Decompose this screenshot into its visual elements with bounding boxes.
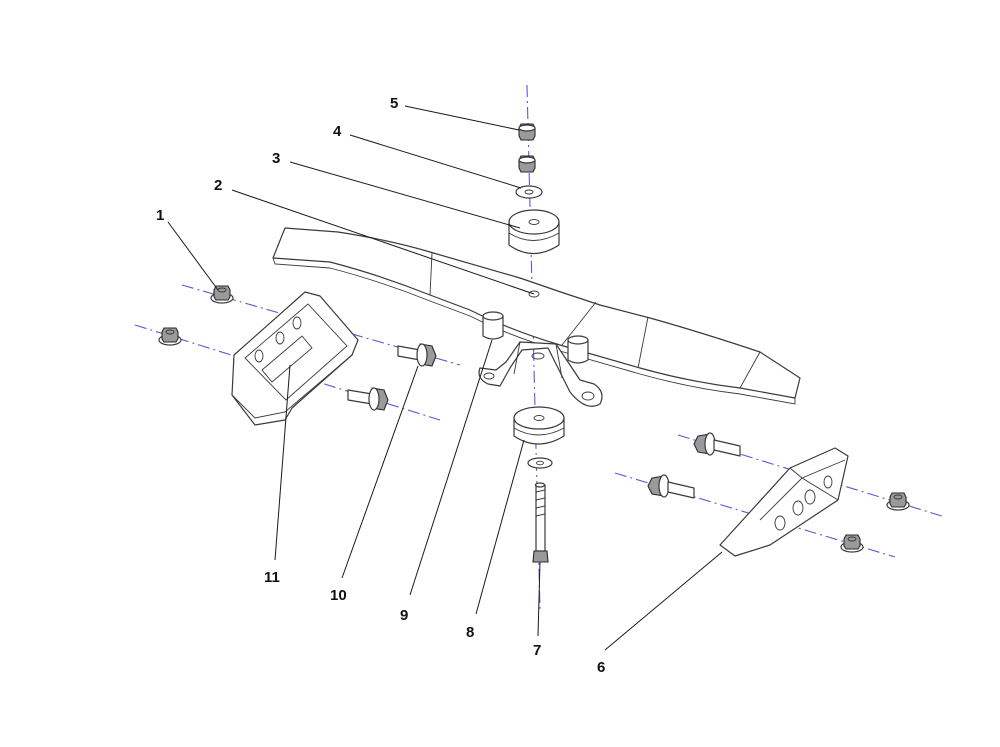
flange-bolt-right-lower (647, 474, 695, 499)
flange-nut-left-lower (158, 327, 182, 346)
leader-2 (231, 189, 535, 295)
long-vertical-bolt (532, 482, 549, 563)
flange-nut-left-upper (210, 285, 234, 304)
leader-3 (289, 161, 521, 229)
leader-1 (167, 221, 219, 291)
top-nut (518, 123, 536, 141)
lock-nut (518, 155, 536, 173)
callout-labels: 1 2 3 4 5 6 7 8 9 10 11 (156, 95, 605, 676)
callout-2: 2 (214, 177, 222, 194)
guide-stud-left (482, 311, 504, 340)
guide-stud-right (567, 335, 589, 364)
center-mounting-bracket (478, 341, 603, 407)
right-support-bracket (719, 447, 849, 557)
upper-rubber-bushing (508, 209, 560, 255)
leader-5 (404, 105, 520, 131)
leader-9 (409, 339, 493, 596)
callout-8: 8 (466, 624, 474, 641)
callout-9: 9 (400, 607, 408, 624)
callout-10: 10 (330, 587, 347, 604)
callout-11: 11 (264, 569, 280, 586)
left-support-bracket (231, 291, 359, 426)
leader-7 (537, 561, 541, 637)
callout-3: 3 (272, 150, 280, 167)
callout-4: 4 (333, 123, 342, 140)
lower-rubber-bushing (513, 406, 565, 445)
callout-6: 6 (597, 659, 605, 676)
flange-bolt-left-lower (347, 387, 389, 411)
leader-11 (274, 364, 291, 561)
cross-member-beam (272, 227, 801, 405)
callout-1: 1 (156, 207, 164, 224)
flange-bolt-left-upper (397, 343, 437, 367)
flange-bolt-right-upper (693, 432, 741, 457)
flange-nut-right-upper (886, 492, 910, 511)
leader-lines (167, 105, 723, 651)
lower-washer (527, 457, 553, 469)
leader-4 (349, 134, 522, 189)
flange-nut-right-lower (840, 534, 864, 553)
upper-washer (515, 185, 543, 199)
leader-8 (475, 439, 525, 615)
leader-6 (604, 551, 723, 651)
callout-5: 5 (390, 95, 398, 112)
leader-10 (341, 365, 419, 579)
callout-7: 7 (533, 642, 541, 659)
